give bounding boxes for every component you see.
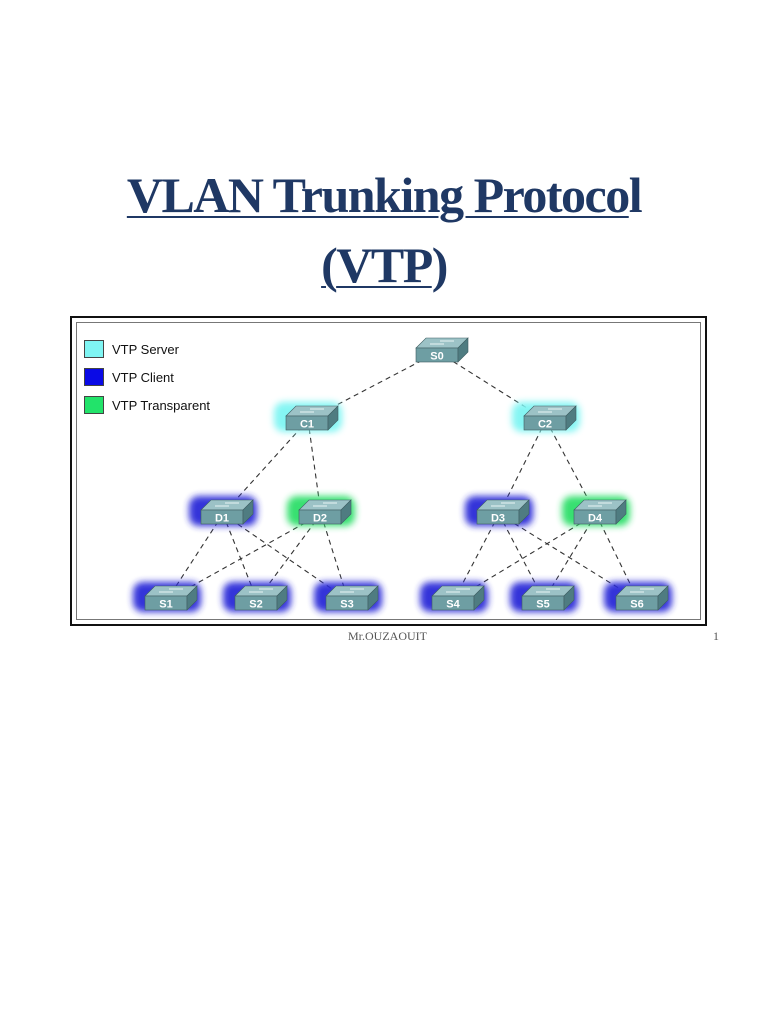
switch-d1[interactable]: D1 [189, 496, 257, 526]
page-number: 1 [713, 629, 719, 643]
switch-side-face [473, 585, 485, 611]
switch-label: D2 [313, 513, 327, 525]
trunk-link-c1-d2 [307, 419, 322, 515]
legend-swatch-server [84, 340, 104, 358]
switch-c2[interactable]: C2 [512, 402, 580, 432]
page-title-line-1: VLAN Trunking Protocol [0, 170, 768, 220]
diagram-inner-border [76, 322, 701, 620]
footer-author: Mr.OUZAOUIT [348, 629, 427, 643]
switch-side-face [518, 499, 530, 525]
switch-side-face [657, 585, 669, 611]
switch-s2[interactable]: S2 [223, 582, 291, 612]
switch-side-face [276, 585, 288, 611]
switch-label: S6 [630, 599, 643, 611]
title-close-paren: ) [431, 237, 449, 293]
trunk-link-s0-c1 [307, 351, 439, 421]
switch-label: C1 [300, 419, 314, 431]
switch-label: D1 [215, 513, 229, 525]
switch-side-face [340, 499, 352, 525]
switch-side-face [563, 585, 575, 611]
legend-item-transparent: VTP Transparent [84, 396, 210, 414]
title-acronym: VTP [336, 237, 433, 293]
vtp-topology-diagram: VTP Server VTP Client VTP Transparent S0… [70, 316, 707, 626]
switch-side-face [327, 405, 339, 431]
switch-s0[interactable]: S0 [415, 337, 469, 363]
legend-item-client: VTP Client [84, 368, 174, 386]
switch-label: C2 [538, 419, 552, 431]
trunk-link-c1-d1 [222, 419, 309, 515]
title-open-paren: ( [321, 237, 338, 293]
switch-d2[interactable]: D2 [287, 496, 355, 526]
switch-label: S2 [249, 599, 262, 611]
title-underlined-text: VLAN Trunking Protoco [126, 167, 630, 223]
switch-label: S5 [536, 599, 549, 611]
switch-c1[interactable]: C1 [274, 402, 342, 432]
switch-s3[interactable]: S3 [314, 582, 382, 612]
switch-d3[interactable]: D3 [465, 496, 533, 526]
trunk-link-d4-s6 [595, 513, 639, 601]
title-trailing-text: l [628, 167, 643, 223]
trunk-links [166, 351, 639, 601]
switch-s4[interactable]: S4 [420, 582, 488, 612]
switch-side-face [457, 337, 469, 363]
switch-label: S0 [430, 351, 443, 363]
switch-side-face [186, 585, 198, 611]
switch-s6[interactable]: S6 [604, 582, 672, 612]
switch-s5[interactable]: S5 [510, 582, 578, 612]
switch-d4[interactable]: D4 [562, 496, 630, 526]
switch-side-face [565, 405, 577, 431]
switch-side-face [615, 499, 627, 525]
switch-label: D4 [588, 513, 603, 525]
legend-item-server: VTP Server [84, 340, 179, 358]
legend-label-server: VTP Server [112, 341, 179, 357]
legend-swatch-client [84, 368, 104, 386]
legend-swatch-transparent [84, 396, 104, 414]
switch-s1[interactable]: S1 [133, 582, 201, 612]
switch-side-face [242, 499, 254, 525]
legend-label-transparent: VTP Transparent [112, 397, 211, 413]
trunk-link-d1-s2 [222, 513, 258, 601]
trunk-link-d3-s4 [453, 513, 500, 601]
switch-label: S4 [446, 599, 460, 611]
trunk-link-d3-s5 [498, 513, 545, 601]
switch-label: S3 [340, 599, 353, 611]
legend-label-client: VTP Client [112, 369, 174, 385]
switch-side-face [367, 585, 379, 611]
trunk-link-s0-c2 [437, 351, 547, 421]
switch-label: D3 [491, 513, 505, 525]
switch-label: S1 [159, 599, 172, 611]
page-title-line-2: (VTP) [0, 240, 768, 290]
